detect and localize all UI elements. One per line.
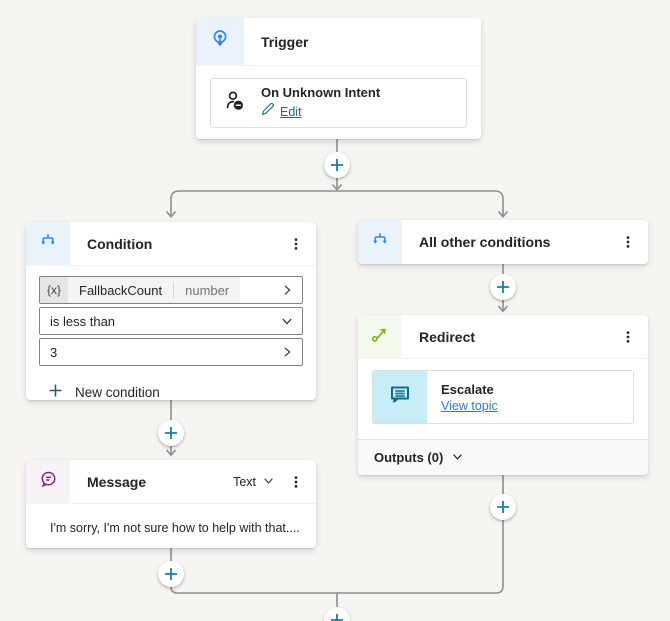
- message-format-label: Text: [233, 474, 256, 489]
- condition-kebab-icon[interactable]: [282, 230, 310, 258]
- unknown-intent-icon: [223, 89, 247, 118]
- add-node-button[interactable]: [490, 494, 516, 520]
- condition-node-header: Condition: [26, 221, 316, 266]
- all-other-conditions-title: All other conditions: [419, 234, 551, 250]
- chevron-down-icon: [281, 315, 293, 327]
- condition-node-title: Condition: [87, 235, 153, 252]
- trigger-item-texts: On Unknown Intent Edit: [261, 85, 380, 121]
- chevron-down-icon: [452, 450, 463, 465]
- redirect-item-card[interactable]: Escalate View topic: [372, 370, 634, 424]
- add-node-button[interactable]: [324, 607, 350, 621]
- all-other-icon-cell: [358, 220, 402, 264]
- all-other-conditions-header: All other conditions: [358, 220, 648, 264]
- trigger-node-header: Trigger: [196, 17, 481, 66]
- add-node-button[interactable]: [158, 420, 184, 446]
- add-node-button[interactable]: [158, 561, 184, 587]
- redirect-icon-cell: [358, 314, 402, 359]
- all-other-kebab-icon[interactable]: [614, 228, 642, 256]
- outputs-toggle[interactable]: Outputs (0): [358, 439, 648, 475]
- variable-chip: FallbackCount number: [68, 277, 241, 303]
- condition-body: {x} FallbackCount number is less than: [26, 266, 316, 407]
- outputs-label: Outputs (0): [374, 450, 444, 465]
- escalate-icon-cell: [373, 371, 427, 423]
- message-node-header: Message Text: [26, 459, 316, 504]
- redirect-node-title: Redirect: [419, 328, 476, 345]
- chip-divider: [173, 282, 175, 298]
- chevron-down-icon: [263, 475, 274, 489]
- add-node-button[interactable]: [324, 152, 350, 178]
- pencil-icon: [261, 102, 275, 121]
- add-node-button[interactable]: [490, 274, 516, 300]
- message-text[interactable]: I'm sorry, I'm not sure how to help with…: [50, 521, 300, 535]
- condition-value: 3: [50, 344, 58, 360]
- new-condition-label: New condition: [75, 385, 160, 400]
- condition-node[interactable]: Condition {x} FallbackCount number: [26, 221, 316, 400]
- all-other-conditions-node[interactable]: All other conditions: [358, 220, 648, 264]
- condition-icon-cell: [26, 221, 70, 266]
- message-node-title: Message: [87, 473, 147, 490]
- new-condition-button[interactable]: New condition: [39, 369, 303, 407]
- message-node[interactable]: Message Text I'm sorry, I'm not sure how…: [26, 459, 316, 548]
- chevron-right-icon: [281, 346, 293, 358]
- message-kebab-icon[interactable]: [282, 468, 310, 496]
- view-topic-link[interactable]: View topic: [441, 398, 498, 413]
- redirect-icon: [370, 324, 390, 349]
- trigger-node[interactable]: Trigger On Unknown Intent: [196, 17, 481, 139]
- redirect-item-texts: Escalate View topic: [427, 382, 498, 413]
- redirect-item-title: Escalate: [441, 381, 494, 397]
- variable-type: number: [185, 282, 230, 298]
- trigger-icon-cell: [196, 17, 244, 66]
- redirect-kebab-icon[interactable]: [614, 323, 642, 351]
- message-format-dropdown[interactable]: Text: [233, 475, 274, 489]
- trigger-icon: [209, 28, 231, 55]
- condition-value-field[interactable]: 3: [39, 338, 303, 366]
- message-icon-cell: [26, 459, 70, 504]
- trigger-node-title: Trigger: [261, 33, 309, 50]
- edit-row: Edit: [261, 102, 380, 121]
- condition-operator-dropdown[interactable]: is less than: [39, 307, 303, 335]
- variable-prefix-chip: {x}: [40, 277, 69, 303]
- edit-link[interactable]: Edit: [280, 104, 302, 119]
- message-icon: [38, 469, 59, 495]
- variable-name: FallbackCount: [79, 282, 163, 298]
- redirect-node-header: Redirect: [358, 314, 648, 359]
- chat-topic-icon: [387, 382, 413, 413]
- branch-icon: [370, 230, 390, 255]
- chevron-right-icon: [281, 284, 293, 296]
- trigger-item-title: On Unknown Intent: [261, 85, 381, 100]
- operator-value: is less than: [50, 313, 116, 329]
- trigger-item-card[interactable]: On Unknown Intent Edit: [210, 78, 467, 128]
- branch-icon: [38, 231, 58, 256]
- plus-icon: [48, 383, 63, 403]
- condition-variable-field[interactable]: {x} FallbackCount number: [39, 276, 303, 304]
- redirect-node[interactable]: Redirect Escalate View topic: [358, 314, 648, 475]
